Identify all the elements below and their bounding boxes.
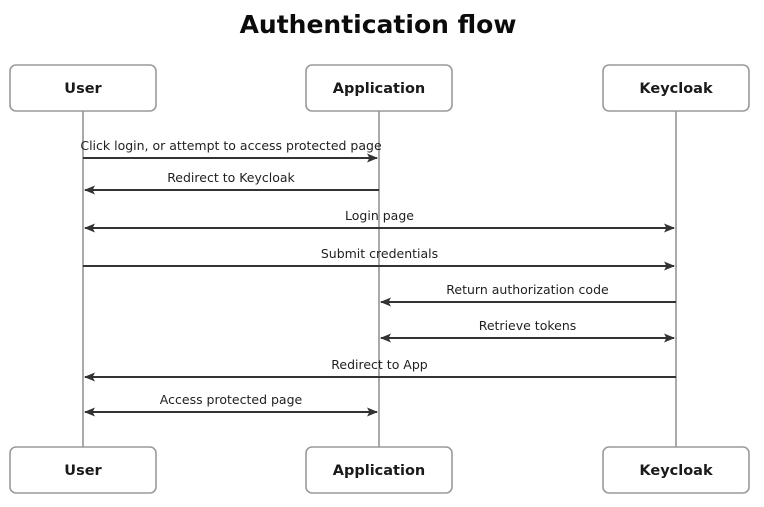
actor-boxes-top: User Application Keycloak — [9, 64, 750, 112]
actor-label-application-bottom: Application — [333, 463, 426, 479]
actor-keycloak-bottom[interactable]: Keycloak — [602, 446, 750, 494]
actor-user-top[interactable]: User — [9, 64, 157, 112]
messages-group: Click login, or attempt to access protec… — [80, 138, 676, 417]
message-3: Login page — [84, 208, 675, 233]
actor-box-keycloak-top[interactable] — [602, 64, 750, 112]
lifelines-group — [82, 111, 677, 447]
page-title: Authentication flow — [240, 10, 517, 39]
message-4: Submit credentials — [83, 246, 675, 271]
actor-label-keycloak-bottom: Keycloak — [639, 463, 713, 479]
message-label-7: Redirect to App — [331, 357, 428, 372]
message-8: Access protected page — [84, 392, 378, 417]
actor-box-application-bottom[interactable] — [305, 446, 453, 494]
message-7: Redirect to App — [84, 357, 676, 382]
message-6: Retrieve tokens — [380, 318, 675, 343]
actor-box-user-top[interactable] — [9, 64, 157, 112]
actor-label-keycloak-top: Keycloak — [639, 81, 713, 97]
actor-application-top[interactable]: Application — [305, 64, 453, 112]
actor-label-application-top: Application — [333, 81, 426, 97]
actor-box-application-top[interactable] — [305, 64, 453, 112]
message-label-6: Retrieve tokens — [479, 318, 577, 333]
actor-boxes-bottom: User Application Keycloak — [9, 446, 750, 494]
message-label-5: Return authorization code — [446, 282, 609, 297]
message-2: Redirect to Keycloak — [84, 170, 379, 195]
message-label-1: Click login, or attempt to access protec… — [80, 138, 382, 153]
message-5: Return authorization code — [380, 282, 676, 307]
actor-box-keycloak-bottom[interactable] — [602, 446, 750, 494]
actor-label-user-top: User — [64, 81, 102, 97]
actor-application-bottom[interactable]: Application — [305, 446, 453, 494]
actor-user-bottom[interactable]: User — [9, 446, 157, 494]
actor-label-user-bottom: User — [64, 463, 102, 479]
actor-keycloak-top[interactable]: Keycloak — [602, 64, 750, 112]
message-1: Click login, or attempt to access protec… — [80, 138, 382, 163]
message-label-3: Login page — [345, 208, 414, 223]
message-label-2: Redirect to Keycloak — [167, 170, 295, 185]
message-label-8: Access protected page — [160, 392, 303, 407]
message-label-4: Submit credentials — [321, 246, 438, 261]
actor-box-user-bottom[interactable] — [9, 446, 157, 494]
